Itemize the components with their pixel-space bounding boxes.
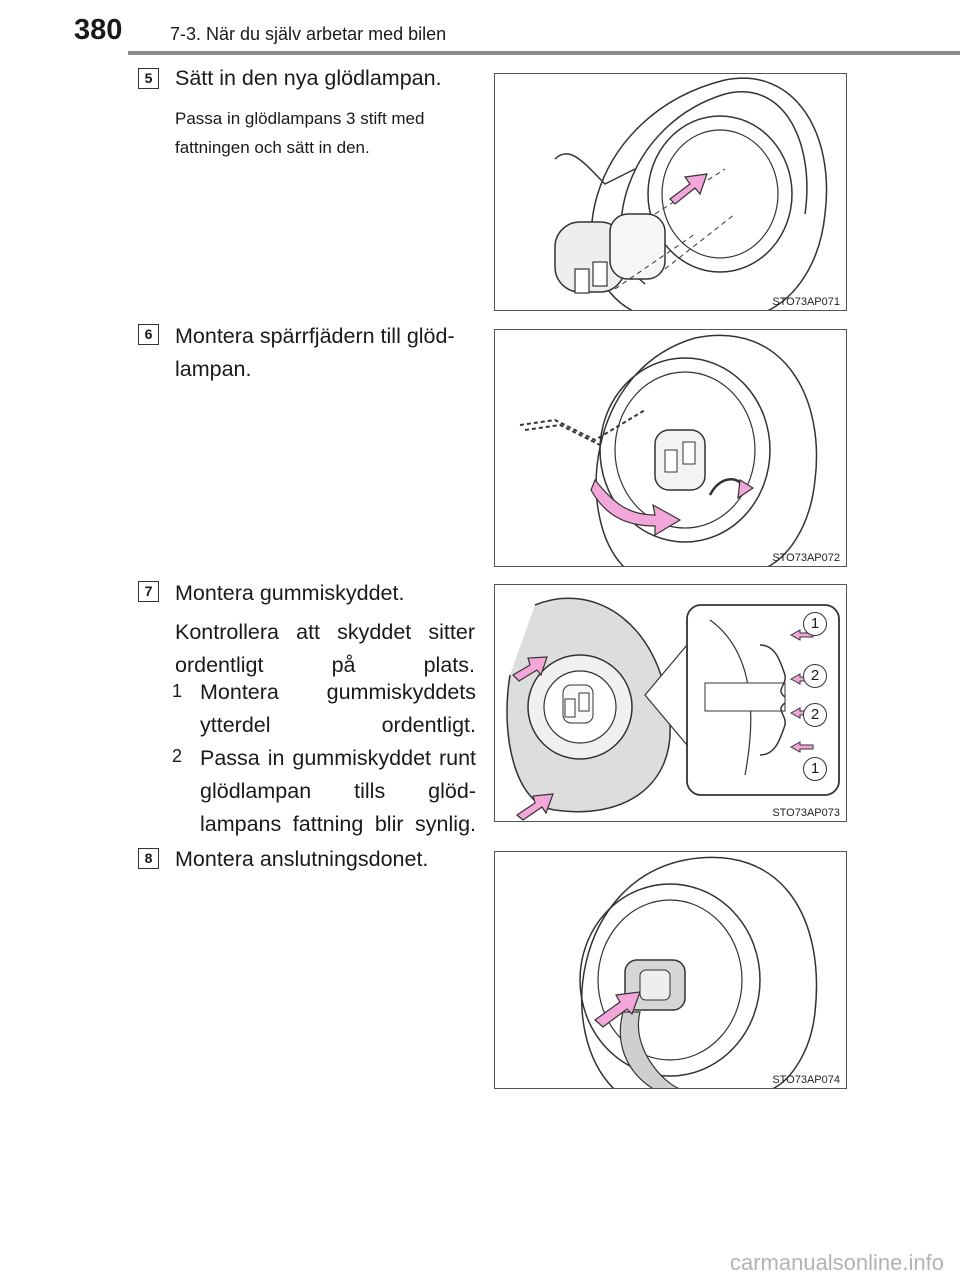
- watermark: carmanualsonline.info: [729, 1250, 944, 1275]
- step-7-title: Montera gummiskyddet.: [175, 581, 405, 605]
- figure-insert-bulb: STO73AP071: [494, 73, 847, 311]
- chapter-title: 7-3. När du själv arbetar med bilen: [170, 24, 447, 44]
- substep-badge-1: 1: [171, 681, 182, 701]
- step-6-title: Montera spärrfjädern till glöd-lampan.: [175, 324, 455, 381]
- callout-1-bottom: 1: [803, 757, 827, 781]
- substep-1-text: Montera gummiskyddets ytterdel ordentlig…: [200, 680, 476, 737]
- callout-2-lower: 2: [803, 703, 827, 727]
- figure-code: STO73AP072: [772, 552, 840, 564]
- step-number-8: 8: [138, 848, 159, 869]
- callout-1-top: 1: [803, 612, 827, 636]
- page-number: 380: [74, 14, 123, 46]
- figure-code: STO73AP073: [772, 807, 840, 819]
- figure-code: STO73AP071: [772, 296, 840, 308]
- substep-badge-2: 2: [171, 746, 182, 766]
- step-7-detail: Kontrollera att skyddet sitter ordentlig…: [175, 620, 475, 677]
- step-8-title: Montera anslutningsdonet.: [175, 847, 429, 871]
- figure-connector: STO73AP074: [494, 851, 847, 1089]
- figure-rubber-cover: 1 2 2 1 STO73AP073: [494, 584, 847, 822]
- figure-code: STO73AP074: [772, 1074, 840, 1086]
- step-5-note: Passa in glödlampans 3 stift med fattnin…: [175, 109, 425, 157]
- figure-spring-clip: STO73AP072: [494, 329, 847, 567]
- step-number-6: 6: [138, 324, 159, 345]
- step-5-title: Sätt in den nya glödlampan.: [175, 66, 442, 90]
- page-header: 380 7-3. När du själv arbetar med bilen: [0, 0, 960, 55]
- page-footer: carmanualsonline.info: [0, 1248, 960, 1282]
- substep-2-text: Passa in gummiskyddet runt glödlampan ti…: [200, 746, 476, 836]
- step-number-5: 5: [138, 68, 159, 89]
- step-number-7: 7: [138, 581, 159, 602]
- callout-2-upper: 2: [803, 664, 827, 688]
- header-rule: [128, 51, 960, 55]
